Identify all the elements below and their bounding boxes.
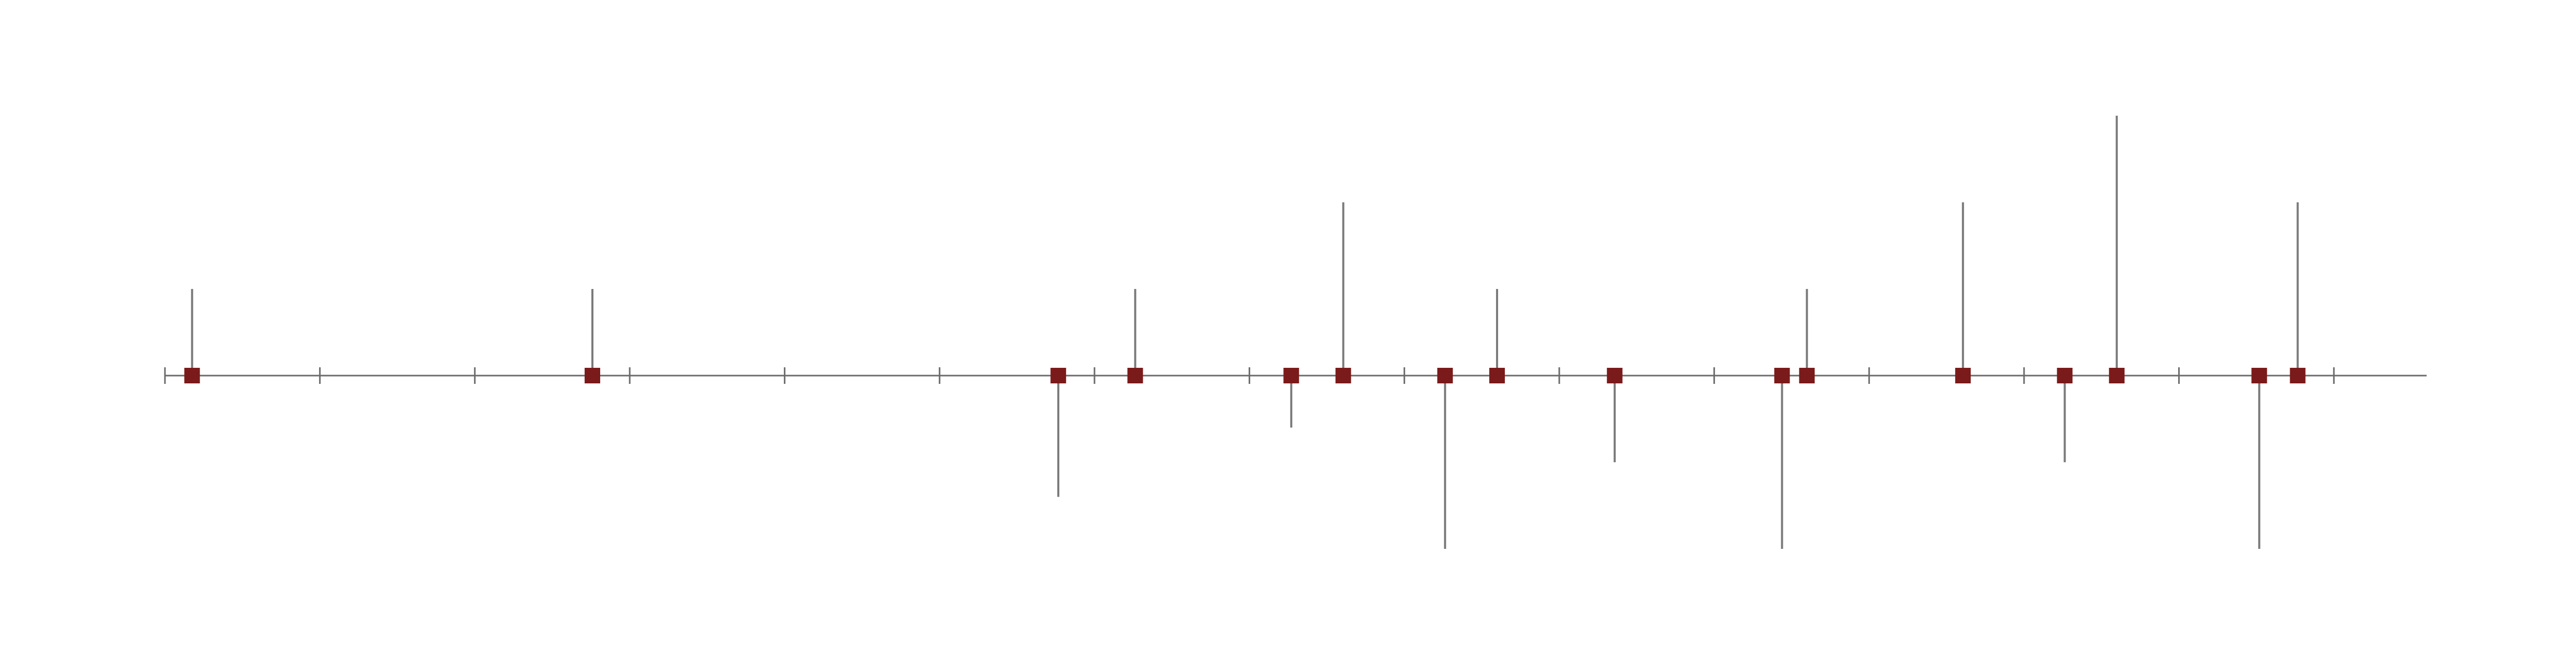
data-point-0-10 [1799, 368, 1815, 383]
data-point-0-7 [1489, 368, 1505, 383]
data-point-0-3 [1127, 368, 1143, 383]
data-point-0-1 [585, 368, 601, 383]
data-point-0-14 [2251, 368, 2267, 383]
data-point-0-5 [1335, 368, 1351, 383]
data-point-0-9 [1774, 368, 1790, 383]
markers-layer [184, 368, 2306, 383]
data-point-0-0 [184, 368, 200, 383]
data-point-0-13 [2109, 368, 2125, 383]
stems-layer [191, 116, 2299, 549]
data-point-0-6 [1437, 368, 1453, 383]
data-point-0-4 [1283, 368, 1299, 383]
data-point-0-12 [2057, 368, 2073, 383]
data-point-0-2 [1050, 368, 1067, 383]
data-point-0-11 [1955, 368, 1971, 383]
data-point-0-15 [2290, 368, 2306, 383]
data-point-0-8 [1606, 368, 1623, 383]
